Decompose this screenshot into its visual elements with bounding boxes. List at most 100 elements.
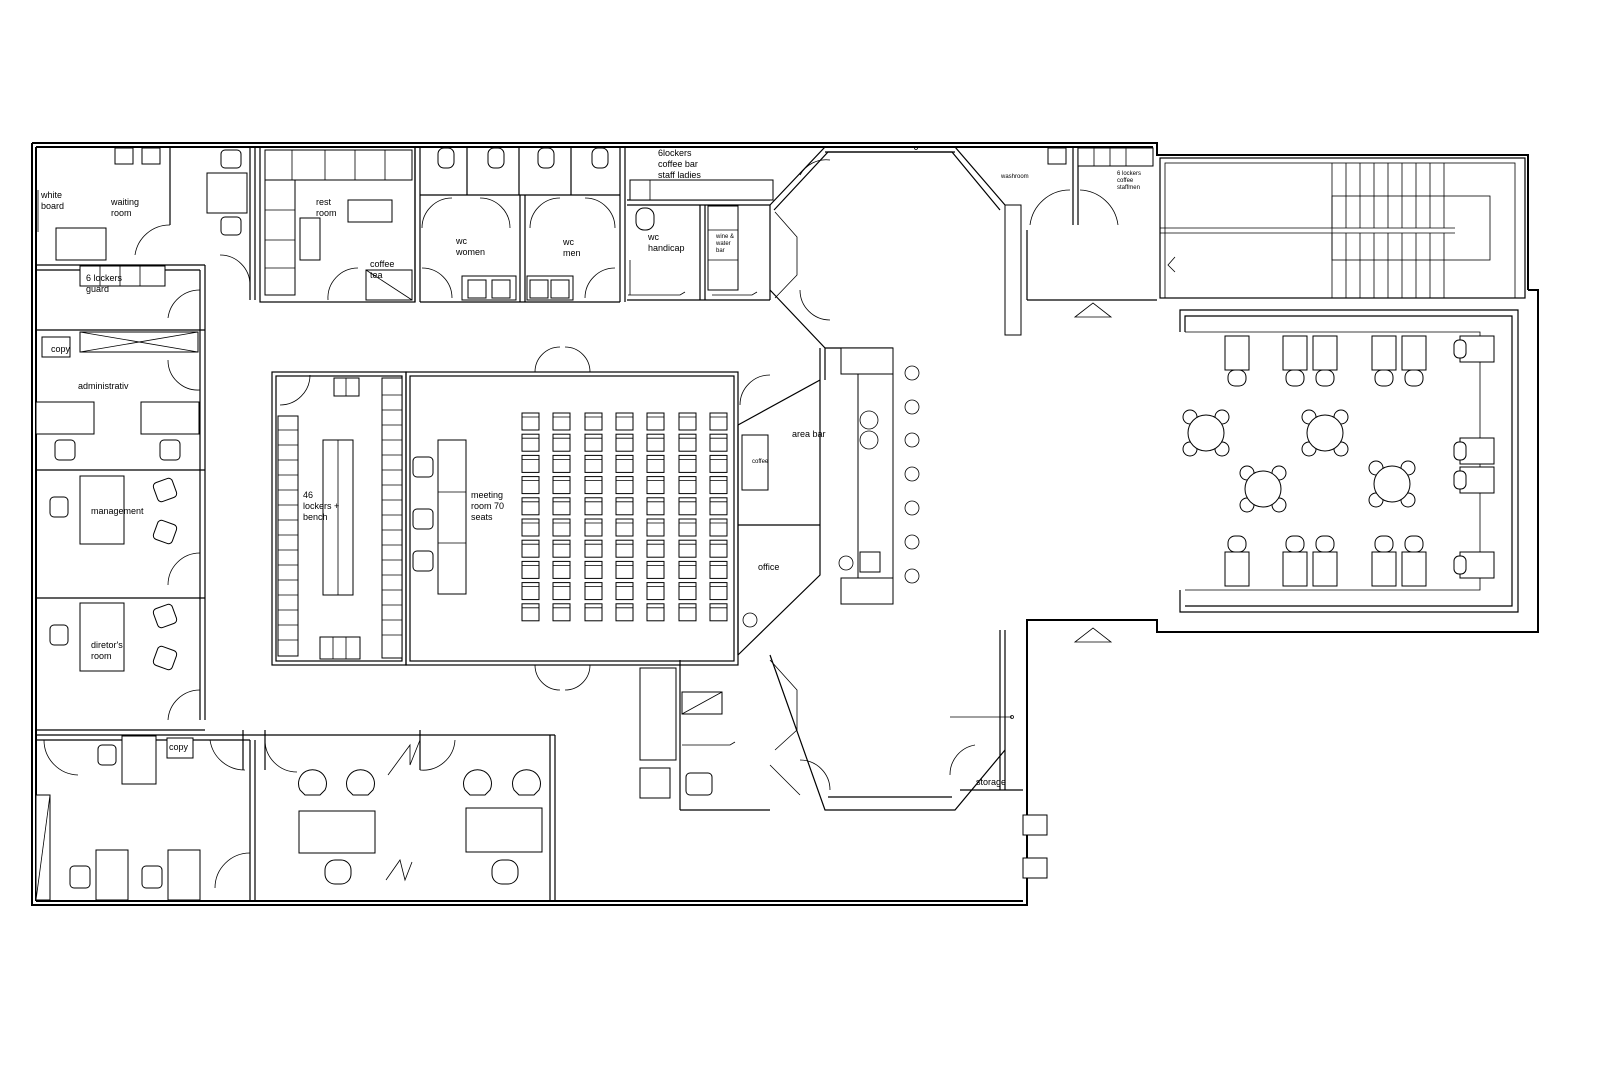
meeting-seat: [646, 603, 665, 622]
meeting-seat: [552, 560, 571, 579]
dining-top-table: [1224, 335, 1250, 371]
meeting-seat: [521, 603, 540, 622]
meeting-seat: [584, 603, 603, 622]
dining-bottom-chair: [1227, 535, 1247, 553]
meeting-seat: [584, 560, 603, 579]
meeting-seat: [678, 433, 697, 452]
dining-bottom-table: [1312, 551, 1338, 587]
dining-top-table: [1401, 335, 1427, 371]
round-table: [1187, 414, 1225, 452]
label-wc-handicap-1: wc: [647, 232, 659, 242]
label-lockers-bench-3: bench: [303, 512, 328, 522]
meeting-room: [405, 346, 771, 691]
bottom-office-furniture: [214, 730, 543, 889]
meeting-seat: [678, 560, 697, 579]
meeting-seat: [615, 497, 634, 516]
meeting-seat: [615, 560, 634, 579]
directors-room-furniture: [49, 602, 201, 721]
wall-chair: [1453, 555, 1467, 575]
meeting-seat: [521, 454, 540, 473]
meeting-seat: [709, 497, 728, 516]
label-rest-room-1: rest: [316, 197, 332, 207]
meeting-seat: [646, 497, 665, 516]
label-lockers-bench-1: 46: [303, 490, 313, 500]
meeting-seat: [678, 476, 697, 495]
staircase: [1159, 157, 1526, 299]
meeting-seat: [646, 454, 665, 473]
meeting-seat: [615, 539, 634, 558]
meeting-seat: [584, 518, 603, 537]
dining-top-chair: [1285, 369, 1305, 387]
meeting-seat: [521, 476, 540, 495]
meeting-seat: [678, 497, 697, 516]
meeting-seat: [709, 560, 728, 579]
meeting-seat: [584, 454, 603, 473]
bar-stools: [904, 365, 920, 584]
administrativ-furniture: [35, 336, 200, 461]
dining-bottom-table: [1224, 551, 1250, 587]
dining-bottom-table: [1282, 551, 1308, 587]
meeting-seat: [584, 412, 603, 431]
label-white-board-2: board: [41, 201, 64, 211]
meeting-seat: [521, 560, 540, 579]
meeting-seat: [678, 582, 697, 601]
label-wc-handicap-2: handicap: [648, 243, 685, 253]
label-area-bar: area bar: [792, 429, 826, 439]
octagon-hall: [639, 146, 1048, 879]
label-coffee-counter: coffee: [752, 459, 769, 465]
dining-top-chair: [1374, 369, 1394, 387]
stair-landing: [1331, 195, 1491, 261]
label-staffmen-2: coffee: [1117, 178, 1134, 184]
dining-furniture: [1182, 335, 1495, 587]
meeting-seat: [615, 412, 634, 431]
label-waiting-room-1: waiting: [110, 197, 139, 207]
management-furniture: [49, 475, 201, 586]
dining-bottom-chair: [1315, 535, 1335, 553]
dining-top-chair: [1227, 369, 1247, 387]
meeting-seat: [709, 518, 728, 537]
meeting-seat: [709, 454, 728, 473]
meeting-seat: [646, 476, 665, 495]
dining-bottom-table: [1401, 551, 1427, 587]
label-staffmen-3: staffmen: [1117, 185, 1140, 191]
meeting-seat: [678, 412, 697, 431]
dining-top-chair: [1315, 369, 1335, 387]
wall-chair: [1453, 470, 1467, 490]
label-lockers-guard-1: 6 lockers: [86, 273, 123, 283]
meeting-seat: [709, 582, 728, 601]
meeting-seat: [615, 582, 634, 601]
label-copy-top: copy: [51, 344, 71, 354]
meeting-seat: [646, 518, 665, 537]
meeting-seat: [552, 476, 571, 495]
label-wc-men-2: men: [563, 248, 581, 258]
label-white-board-1: white: [40, 190, 62, 200]
meeting-seat: [709, 603, 728, 622]
wc-handicap-area: [627, 179, 774, 301]
meeting-seat: [678, 603, 697, 622]
meeting-seat: [552, 454, 571, 473]
dining-top-table: [1282, 335, 1308, 371]
dining-bottom-chair: [1374, 535, 1394, 553]
label-management: management: [91, 506, 144, 516]
label-lockers-guard-2: guard: [86, 284, 109, 294]
meeting-seat: [615, 603, 634, 622]
meeting-seat: [678, 518, 697, 537]
meeting-seat: [584, 582, 603, 601]
label-lockers-bench-2: lockers +: [303, 501, 339, 511]
label-wc-women-1: wc: [455, 236, 467, 246]
label-meeting-room-1: meeting: [471, 490, 503, 500]
meeting-seat: [646, 582, 665, 601]
meeting-seat: [552, 497, 571, 516]
label-wine-bar-2: water: [715, 241, 731, 247]
meeting-seat: [521, 433, 540, 452]
meeting-seat: [552, 539, 571, 558]
meeting-seat: [552, 582, 571, 601]
meeting-seat: [709, 433, 728, 452]
